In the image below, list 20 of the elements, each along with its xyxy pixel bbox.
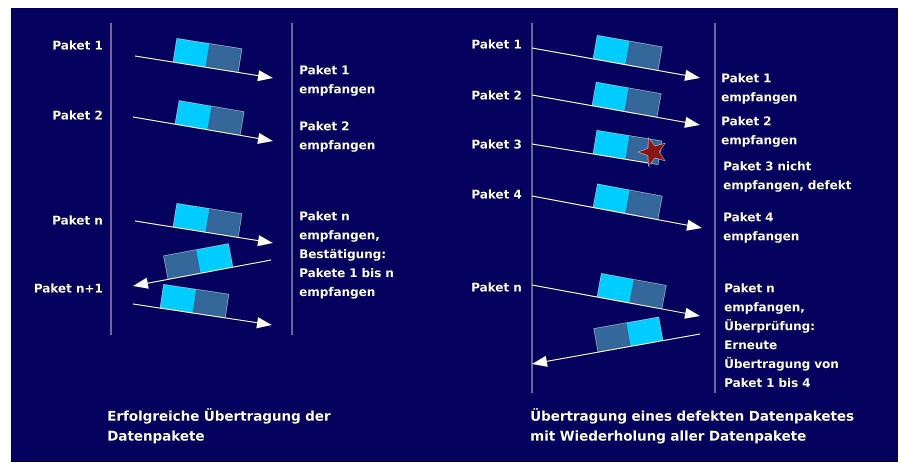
error-star	[638, 138, 666, 166]
sender-label: Paket n	[53, 215, 102, 225]
status-text: Paket 1 empfangen	[722, 73, 796, 104]
status-text: Paket n empfangen, Bestätigung: Pakete 1 bis n empfangen	[300, 211, 393, 299]
sender-label: Paket 1	[53, 40, 102, 50]
sender-label: Paket n	[472, 282, 521, 292]
status-text: Paket 3 nicht empfangen, defekt	[724, 161, 852, 192]
sender-label: Paket 1	[472, 39, 521, 49]
sender-label: Paket 3	[472, 139, 521, 149]
status-text: Paket 2 empfangen	[722, 116, 796, 147]
caption: Übertragung eines defekten Datenpaketes mit Wiederholung aller Datenpakete	[531, 408, 854, 444]
sender-label: Paket n+1	[34, 283, 102, 293]
sender-label: Paket 2	[472, 90, 521, 100]
status-text: Paket 1 empfangen	[300, 65, 374, 96]
sender-label: Paket 4	[472, 189, 522, 199]
status-text: Paket 4 empfangen	[724, 212, 798, 243]
caption: Erfolgreiche Übertragung der Datenpakete	[108, 408, 331, 444]
sender-label: Paket 2	[53, 110, 102, 120]
status-text: Paket n empfangen, Überprüfung: Erneute Übertragung von Paket 1 bis 4	[724, 283, 838, 388]
status-text: Paket 2 empfangen	[300, 121, 374, 152]
